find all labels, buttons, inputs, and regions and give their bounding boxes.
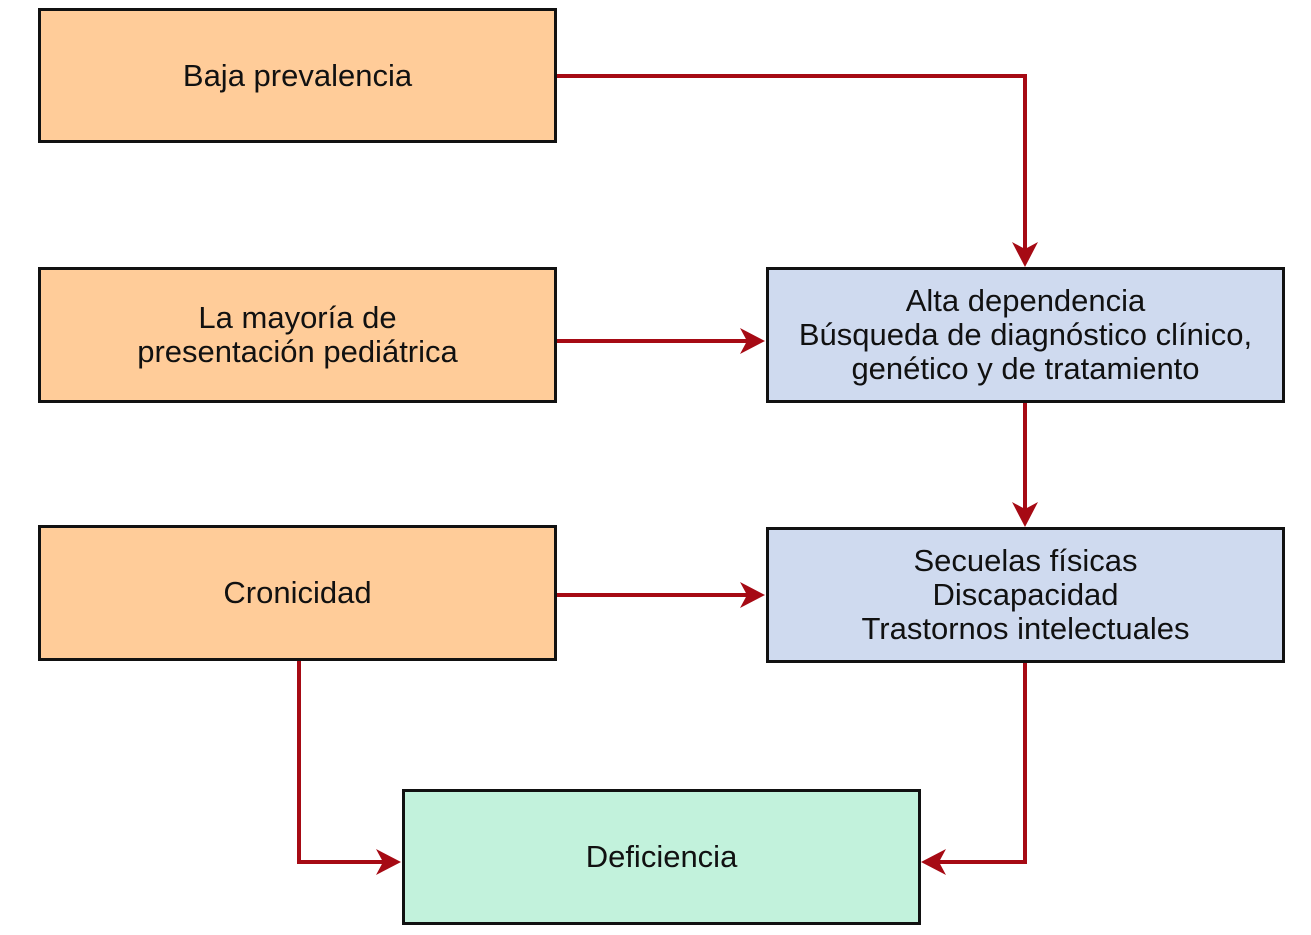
box-label-line: Alta dependencia (905, 283, 1146, 318)
arrow-cronicidad-to-deficiencia (297, 661, 388, 864)
arrow-baja-to-alta (557, 74, 1027, 262)
arrow-secuelas-to-deficiencia (936, 663, 1027, 864)
box-alta-dependencia: Alta dependencia Búsqueda de diagnóstico… (766, 267, 1285, 403)
arrowhead-mayoria-to-alta (740, 328, 765, 354)
arrowhead-baja-to-alta (1012, 242, 1038, 267)
box-secuelas: Secuelas físicas Discapacidad Trastornos… (766, 527, 1285, 663)
box-cronicidad: Cronicidad (38, 525, 557, 661)
box-label-line: presentación pediátrica (137, 334, 458, 369)
box-label-line: La mayoría de (198, 300, 397, 335)
box-label-line: genético y de tratamiento (851, 351, 1200, 386)
box-label-line: Búsqueda de diagnóstico clínico, (798, 317, 1253, 352)
box-baja-prevalencia: Baja prevalencia (38, 8, 557, 143)
box-mayoria-pediatrica: La mayoría de presentación pediátrica (38, 267, 557, 403)
box-label-line: Trastornos intelectuales (861, 611, 1190, 646)
arrowhead-cronicidad-to-secuelas (740, 582, 765, 608)
box-deficiencia: Deficiencia (402, 789, 921, 925)
arrowhead-alta-to-secuelas (1012, 502, 1038, 527)
arrowhead-cronicidad-to-deficiencia (376, 849, 401, 875)
arrowhead-secuelas-to-deficiencia (921, 849, 946, 875)
box-label-line: Baja prevalencia (182, 57, 413, 93)
box-label-line: Discapacidad (932, 577, 1119, 612)
box-label-line: Cronicidad (223, 575, 372, 610)
box-label-line: Secuelas físicas (913, 543, 1138, 578)
box-label-line: Deficiencia (585, 839, 738, 874)
